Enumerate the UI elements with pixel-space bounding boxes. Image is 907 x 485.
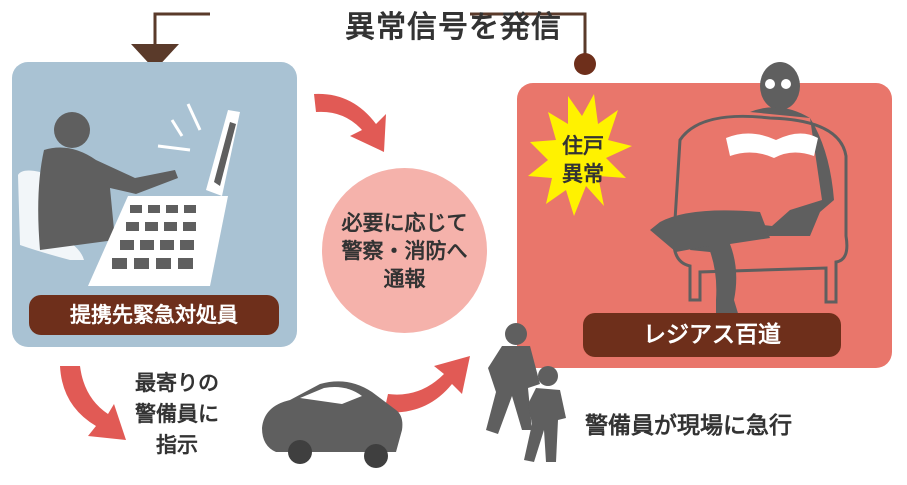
signal-line: [153, 12, 210, 48]
chair-silhouette: [18, 170, 84, 260]
operator-label: 提携先緊急対処員: [29, 295, 279, 335]
instruct-line1: 最寄りの: [135, 371, 219, 395]
operator-head: [54, 112, 90, 148]
dispatch-instruction-text: 最寄りの 警備員に 指示: [112, 368, 242, 461]
alert-line1: 住戸: [562, 134, 604, 158]
guards-rush-text: 警備員が現場に急行: [585, 413, 792, 439]
laptop-keys: [112, 205, 196, 269]
signal-line-right: [470, 12, 587, 62]
book-icon: [726, 133, 818, 158]
arrow-to-dispatch: [60, 366, 126, 440]
alert-burst-icon: [528, 94, 632, 216]
arrow-to-notify: [314, 93, 386, 152]
arrow-to-site: [384, 356, 470, 413]
alert-line2: 異常: [562, 162, 604, 186]
signal-arrow-head: [131, 44, 179, 70]
armchair-silhouette: [672, 114, 849, 304]
notify-circle: 必要に応じて 警察・消防へ 通報: [322, 168, 487, 333]
operator-body: [38, 147, 178, 250]
signal-label: 異常信号を発信: [345, 10, 562, 45]
alert-rays-icon: [157, 103, 202, 152]
guard-figures-icon: [486, 323, 566, 462]
instruct-line2: 警備員に: [135, 402, 219, 426]
residence-label: レジアス百道: [583, 313, 841, 357]
reader-head: [760, 62, 800, 110]
reader-body: [690, 107, 834, 252]
signal-origin-dot: [574, 53, 596, 75]
notify-line2: 警察・消防へ: [341, 238, 468, 263]
patrol-car-icon: [262, 381, 403, 468]
unit-alert-text: 住戸 異常: [553, 132, 613, 188]
laptop-screen-face: [214, 122, 236, 186]
reader-glasses-icon-2: [781, 79, 791, 89]
reader-glasses-icon: [765, 79, 775, 89]
reader-legs: [650, 210, 770, 320]
instruct-line3: 指示: [156, 433, 198, 457]
notify-line3: 通報: [383, 266, 426, 291]
notify-line1: 必要に応じて: [341, 210, 468, 235]
